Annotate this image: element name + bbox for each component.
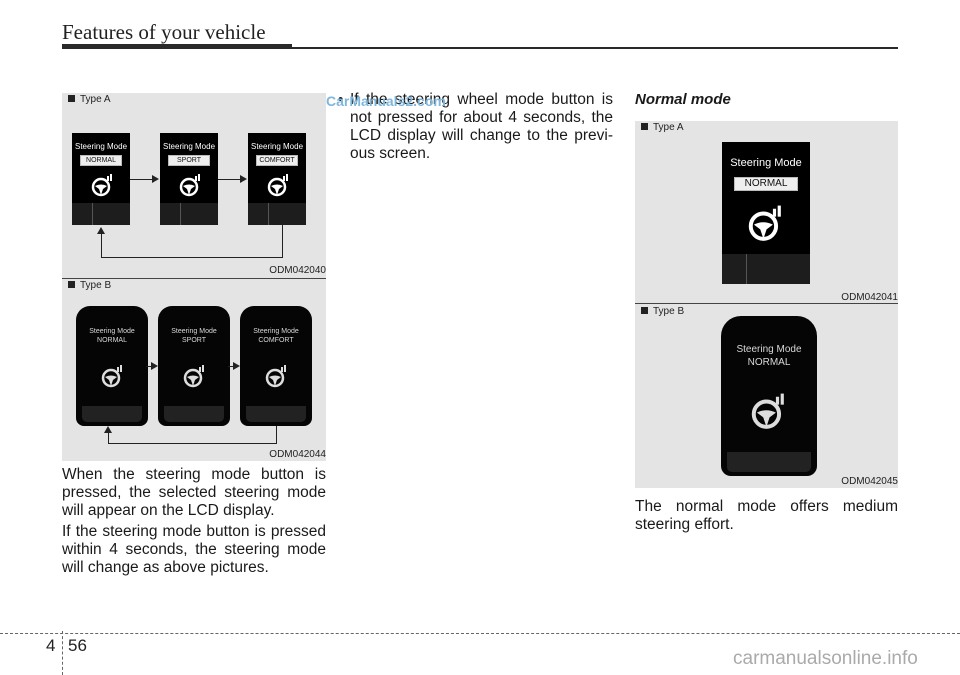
type-b-label: Type B (641, 306, 684, 317)
return-line (101, 234, 102, 258)
return-line (101, 257, 283, 258)
arrow-right (228, 366, 234, 367)
steering-wheel-icon (179, 174, 200, 197)
section-number: 4 (46, 636, 56, 655)
footer-dashed-rule (0, 633, 960, 634)
screen-title: Steering Mode (74, 142, 128, 151)
arrow-head-icon (240, 175, 247, 183)
paragraph-normal-mode: The normal mode offers medium steering e… (635, 498, 898, 533)
screen-mode: COMFORT (258, 337, 294, 344)
return-line (108, 432, 109, 444)
mode-box: SPORT (168, 155, 210, 166)
arrow-head-icon (233, 362, 240, 370)
steering-wheel-icon (91, 174, 112, 197)
screen-mode: NORMAL (747, 357, 791, 368)
screen-title: Steering Mode (736, 344, 802, 355)
screen-title: Steering Mode (162, 142, 216, 151)
return-line (282, 225, 283, 257)
steering-wheel-icon (101, 365, 122, 388)
return-line (108, 443, 277, 444)
screen-status-strip (727, 452, 811, 472)
site-watermark: carmanualsonline.info (733, 648, 918, 669)
screen-status-strip (248, 203, 306, 225)
type-b-normal-illustration: Type B Steering Mode NORMAL ODM042045 (635, 304, 898, 488)
screen-status-strip (722, 254, 810, 284)
arrow-right (218, 179, 240, 180)
lcd-screen-sport: Steering Mode SPORT (158, 306, 230, 426)
arrow-head-icon (152, 175, 159, 183)
square-bullet-icon (68, 95, 75, 102)
footer-dashed-divider (62, 631, 63, 675)
screen-title: Steering Mode (171, 328, 217, 335)
arrow-right (130, 179, 152, 180)
lcd-screen-comfort: Steering Mode COMFORT (240, 306, 312, 426)
figure-code: ODM042044 (269, 449, 326, 460)
lcd-screen-normal: Steering Mode NORMAL (721, 316, 817, 476)
section-heading-normal-mode: Normal mode (635, 91, 731, 108)
arrow-right (146, 366, 152, 367)
header-rule-thick (62, 44, 292, 49)
arrow-up-icon (104, 426, 112, 433)
lcd-screen-normal: Steering Mode NORMAL (72, 133, 130, 225)
square-bullet-icon (641, 307, 648, 314)
square-bullet-icon (68, 281, 75, 288)
screen-title: Steering Mode (89, 328, 135, 335)
lcd-screen-sport: Steering Mode SPORT (160, 133, 218, 225)
page-header-title: Features of your vehicle (62, 20, 266, 44)
lcd-screen-comfort: Steering Mode COMFORT (248, 133, 306, 225)
mode-box: COMFORT (256, 155, 298, 166)
mode-box: NORMAL (734, 177, 798, 191)
type-a-illustration: Type A Steering Mode NORMAL Steering Mod… (62, 93, 326, 279)
arrow-head-icon (151, 362, 158, 370)
page-number: 56 (68, 636, 87, 655)
screen-status-strip (82, 406, 142, 422)
return-line (276, 426, 277, 443)
lcd-screen-normal: Steering Mode NORMAL (722, 142, 810, 284)
steering-wheel-icon (748, 205, 781, 241)
screen-status-strip (164, 406, 224, 422)
paragraph-revert-screen: If the steering wheel mode button is not… (350, 91, 613, 162)
steering-wheel-icon (265, 365, 286, 388)
screen-status-strip (72, 203, 130, 225)
header-rule-thin (292, 47, 898, 49)
steering-wheel-icon (183, 365, 204, 388)
screen-title: Steering Mode (730, 157, 802, 169)
figure-code: ODM042040 (269, 265, 326, 276)
bullet-icon: • (338, 91, 344, 108)
lcd-screen-normal: Steering Mode NORMAL (76, 306, 148, 426)
type-a-label: Type A (641, 122, 684, 133)
screen-title: Steering Mode (253, 328, 299, 335)
figure-code: ODM042045 (841, 476, 898, 487)
screen-status-strip (160, 203, 218, 225)
type-a-label: Type A (68, 94, 111, 105)
screen-mode: SPORT (182, 337, 206, 344)
figure-divider (635, 303, 898, 304)
screen-mode: NORMAL (97, 337, 127, 344)
screen-title: Steering Mode (250, 142, 304, 151)
steering-wheel-icon (267, 174, 288, 197)
type-a-normal-illustration: Type A Steering Mode NORMAL ODM042041 (635, 121, 898, 304)
watermark: CarManuals2.com (326, 93, 446, 109)
type-b-label: Type B (68, 280, 111, 291)
mode-box: NORMAL (80, 155, 122, 166)
paragraph-display-info: When the steering mode button is pressed… (62, 466, 326, 519)
arrow-up-icon (97, 227, 105, 234)
paragraph-mode-change: If the steering mode button is pressed w… (62, 523, 326, 576)
figure-divider (62, 278, 326, 279)
steering-wheel-icon (751, 393, 784, 429)
screen-status-strip (246, 406, 306, 422)
type-b-illustration: Type B Steering Mode NORMAL Steering Mod… (62, 279, 326, 461)
square-bullet-icon (641, 123, 648, 130)
figure-code: ODM042041 (841, 292, 898, 303)
